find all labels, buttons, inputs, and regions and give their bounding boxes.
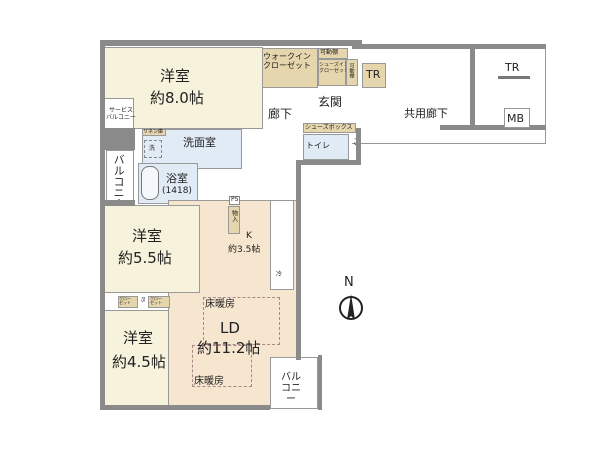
trunk-room-1-label: TR xyxy=(366,68,381,81)
living-dining-name: LD xyxy=(220,319,240,337)
wall xyxy=(100,200,135,206)
western-room-5-5-name: 洋室 xyxy=(132,227,163,245)
wall xyxy=(470,48,475,128)
kitchen-size: 約3.5帖 xyxy=(228,245,261,255)
shelf-1-label: 可動棚 xyxy=(320,49,339,56)
western-room-4-5-name: 洋室 xyxy=(123,329,154,347)
toilet-label: トイレ xyxy=(306,141,330,150)
shelf-2 xyxy=(346,59,358,86)
wall xyxy=(100,128,135,150)
bathroom-size: (1418) xyxy=(162,186,192,196)
wall xyxy=(318,355,322,410)
shoe-in-closet-label: シューズイン クローゼット xyxy=(319,62,350,74)
linen-closet xyxy=(142,129,166,136)
bathroom-name: 浴室 xyxy=(166,172,188,185)
shelf-2-label: 可動棚 xyxy=(348,63,355,78)
toilet xyxy=(303,134,349,160)
shelf-1 xyxy=(318,48,348,59)
western-room-5-5 xyxy=(104,205,200,293)
meter-box-label: MB xyxy=(507,112,525,125)
pipe-space-2: PS xyxy=(229,196,241,205)
balcony-left-label: バルコニー xyxy=(112,154,126,209)
walk-in-closet-label: ウォークイン クローゼット xyxy=(263,52,311,70)
wall xyxy=(100,40,105,410)
common-hall-label: 共用廊下 xyxy=(404,107,448,120)
pipe-space-3: PS xyxy=(140,297,146,302)
storage-label: 物入 xyxy=(230,210,238,222)
western-room-8-name: 洋室 xyxy=(160,67,191,85)
shoe-box-label: シューズボックス xyxy=(305,124,353,131)
bathtub xyxy=(141,166,159,200)
walk-in-closet xyxy=(262,48,318,88)
balcony-left xyxy=(106,150,134,202)
floor-heating-area-2 xyxy=(192,345,252,387)
entrance-label: 玄関 xyxy=(318,95,343,109)
wall xyxy=(100,40,362,46)
meter-box xyxy=(504,108,530,128)
washroom-label: 洗面室 xyxy=(183,136,216,149)
wall xyxy=(440,125,546,130)
wall xyxy=(352,44,546,49)
floor-heating-label-2: 床暖房 xyxy=(194,376,224,387)
kitchen-name: K xyxy=(246,231,252,241)
wall xyxy=(296,160,301,360)
compass-icon xyxy=(339,294,363,320)
floor-heating-area-1 xyxy=(203,297,280,345)
western-room-4-5-size: 約4.5帖 xyxy=(112,353,166,371)
service-balcony xyxy=(100,98,134,130)
balcony-right xyxy=(270,357,318,409)
closet-1-label: クロー ゼット xyxy=(119,296,131,306)
washer-label: 洗 xyxy=(149,145,156,152)
trunk-room-2 xyxy=(498,76,530,79)
linen-closet-label: リネン庫 xyxy=(143,129,164,135)
floor-heating-label-1: 床暖房 xyxy=(205,299,235,310)
shoe-box xyxy=(303,123,356,133)
washer-space xyxy=(144,140,162,158)
living-dining-size: 約11.2帖 xyxy=(197,339,261,357)
shoe-in-closet xyxy=(318,59,346,86)
balcony-right-label: バルコニー xyxy=(281,372,301,405)
service-balcony-label: サービス バルコニー xyxy=(106,107,136,121)
western-room-5-5-size: 約5.5帖 xyxy=(118,249,172,267)
compass-north-label: N xyxy=(344,275,354,290)
closet-2 xyxy=(148,296,170,308)
fridge-label: 冷 xyxy=(276,271,283,278)
closet-1 xyxy=(118,296,138,308)
hall-label: 廊下 xyxy=(268,107,293,121)
trunk-room-2-label: TR xyxy=(505,61,520,74)
kitchen-counter xyxy=(270,200,294,290)
western-room-4-5 xyxy=(104,310,169,406)
western-room-8-size: 約8.0帖 xyxy=(150,89,204,107)
trunk-room-1 xyxy=(362,63,386,88)
closet-2-label: クロー ゼット xyxy=(150,296,162,306)
wall xyxy=(356,128,361,165)
wall xyxy=(100,405,270,410)
storage xyxy=(228,206,240,234)
wall xyxy=(296,160,356,165)
